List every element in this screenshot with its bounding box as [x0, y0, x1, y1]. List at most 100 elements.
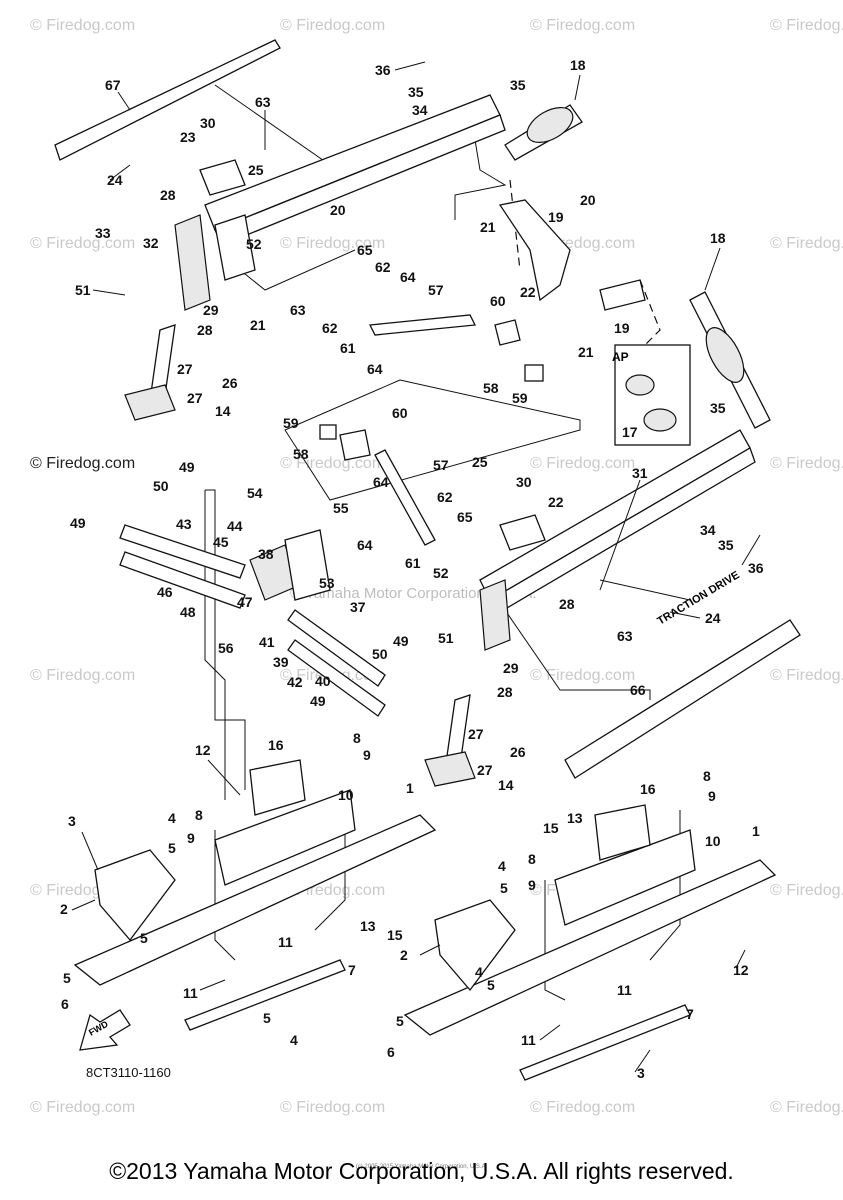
callout-24: 24 [107, 172, 123, 188]
callout-59b: 59 [283, 415, 299, 431]
spindle-left-upper [174, 214, 211, 311]
callout-17: 17 [622, 424, 638, 440]
frame-right-mid [504, 609, 651, 700]
callout-21c: 21 [578, 344, 594, 360]
callout-55: 55 [333, 500, 349, 516]
callout-58b: 58 [293, 446, 309, 462]
center-watermark: © Yamaha Motor Corporation, U.S.A. [290, 585, 536, 602]
callout-16: 16 [268, 737, 284, 753]
callout-13b: 13 [567, 810, 583, 826]
callout-51b: 51 [438, 630, 454, 646]
callout-60b: 60 [392, 405, 408, 421]
leader [207, 759, 241, 796]
callout-52: 52 [246, 236, 262, 252]
callout-29: 29 [203, 302, 219, 318]
callout-11: 11 [278, 934, 293, 950]
frame-dash-arm-2 [639, 279, 661, 351]
radius-rod-46 [119, 551, 246, 609]
watermark: © Firedog.com [280, 17, 385, 34]
callout-66: 66 [630, 682, 646, 698]
callout-28b: 28 [197, 322, 213, 338]
fwd-arrow-icon [79, 1009, 131, 1051]
rod-end-58-mid [339, 429, 371, 461]
callout-28c: 28 [559, 596, 575, 612]
tie-rod-upper [368, 314, 477, 336]
callout-48: 48 [180, 604, 196, 620]
callout-62c: 62 [437, 489, 453, 505]
spindle-right-base [424, 751, 476, 787]
watermark: © Firedog.com [30, 235, 135, 252]
ski-left-saddle [214, 789, 356, 886]
callout-28: 28 [160, 187, 176, 203]
callout-5f: 5 [487, 977, 495, 993]
frame-right-bolt [599, 579, 691, 601]
callout-15: 15 [387, 927, 403, 943]
frame-left-mid-2 [204, 490, 226, 800]
callout-42: 42 [287, 674, 303, 690]
callout-63c: 63 [617, 628, 633, 644]
callout-8c: 8 [703, 768, 711, 784]
callout-61b: 61 [405, 555, 421, 571]
callout-34: 34 [412, 102, 428, 118]
watermark: © Firedog.com [280, 1099, 385, 1116]
callout-4: 4 [168, 810, 176, 826]
leader [199, 979, 226, 991]
callout-31: 31 [632, 465, 648, 481]
callout-18b: 18 [710, 230, 726, 246]
parts-artwork: FWD AP TRACTION DRIVE 8CT3110-1160 [54, 39, 801, 1081]
watermark-dark: © Firedog.com [30, 455, 135, 472]
callout-9d: 9 [528, 877, 536, 893]
callout-59: 59 [512, 390, 528, 406]
callout-29b: 29 [503, 660, 519, 676]
callout-6b: 6 [387, 1044, 395, 1060]
callout-15b: 15 [543, 820, 559, 836]
callout-7b: 7 [686, 1006, 694, 1022]
watermark: © Firedog.com [530, 667, 635, 684]
watermark: © Firedog.com [30, 1099, 135, 1116]
callout-23: 23 [180, 129, 196, 145]
callout-49b: 49 [70, 515, 86, 531]
callout-46: 46 [157, 584, 173, 600]
callout-7: 7 [348, 962, 356, 978]
callout-5e: 5 [500, 880, 508, 896]
rod-end-59-mid [319, 424, 337, 440]
callout-65b: 65 [457, 509, 473, 525]
callout-10b: 10 [705, 833, 721, 849]
callout-layer: 67 63 30 23 25 24 28 33 32 51 29 28 21 3… [60, 57, 764, 1081]
callout-13: 13 [360, 918, 376, 934]
watermark: © Firedog.com [770, 667, 843, 684]
shock-spring-right [705, 327, 745, 383]
bracket-52 [214, 214, 256, 281]
copyright-footer: ©2013 Yamaha Motor Corporation, U.S.A. A… [109, 1158, 734, 1184]
callout-30: 30 [200, 115, 216, 131]
watermark: © Firedog.com [530, 17, 635, 34]
leader [735, 949, 746, 969]
rod-end-58-upper [494, 319, 521, 346]
spindle-left-base [124, 384, 176, 421]
callout-44: 44 [227, 518, 243, 534]
leader [574, 74, 581, 101]
watermark: © Firedog.com [30, 667, 135, 684]
callout-45: 45 [213, 534, 229, 550]
callout-12b: 12 [733, 962, 749, 978]
callout-49d: 49 [310, 693, 326, 709]
callout-27b: 27 [187, 390, 203, 406]
callout-10: 10 [338, 787, 354, 803]
frame-ski-left [214, 830, 236, 961]
bracket-22-right [499, 514, 546, 551]
callout-64d: 64 [357, 537, 373, 553]
callout-1: 1 [406, 780, 414, 796]
callout-12: 12 [195, 742, 211, 758]
callout-4c: 4 [498, 858, 506, 874]
callout-11b: 11 [183, 985, 198, 1001]
callout-20b: 20 [330, 202, 346, 218]
callout-11d: 11 [521, 1032, 536, 1048]
leader [634, 1049, 651, 1073]
bracket-53 [284, 529, 331, 601]
callout-28d: 28 [497, 684, 513, 700]
callout-33: 33 [95, 225, 111, 241]
callout-64: 64 [400, 269, 416, 285]
callout-27: 27 [177, 361, 193, 377]
watermark: © Firedog.com [280, 455, 385, 472]
callout-57b: 57 [433, 457, 449, 473]
